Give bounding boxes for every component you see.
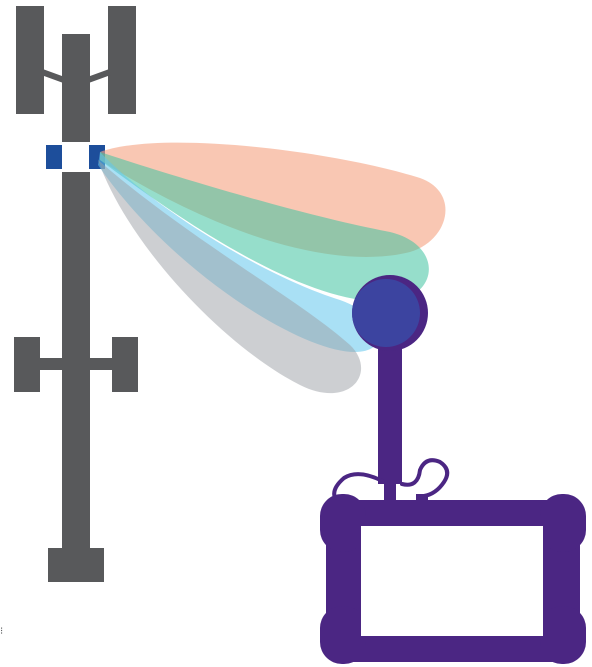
tower-base [48, 548, 104, 582]
beam-green-lobe [100, 152, 429, 302]
measurement-probe-icon [352, 275, 428, 484]
probe-cable [332, 458, 450, 502]
beam-gray-lobe [98, 160, 362, 394]
signal-beams [98, 142, 446, 394]
analyzer-screen [361, 526, 543, 636]
tower-top-right-panel [108, 6, 136, 114]
tower-top-right-arm [86, 69, 112, 83]
signal-analyzer-icon [320, 482, 586, 664]
tower-top-left-panel [16, 6, 44, 114]
analyzer-bumper-tr [540, 494, 586, 552]
cell-tower-icon [14, 6, 138, 582]
tower-mid-crossbar [38, 358, 114, 370]
analyzer-bumper-tl [320, 494, 366, 552]
corner-mark: ⁝ [0, 626, 3, 637]
tower-mid-left-panel [14, 337, 40, 392]
antenna-module-left [46, 145, 62, 169]
tower-upper-mast [62, 34, 90, 142]
tower-top-left-arm [40, 69, 66, 83]
analyzer-bumper-br [540, 606, 586, 664]
analyzer-bumper-bl [320, 606, 366, 664]
probe-head-overlap [352, 279, 420, 347]
tower-mid-right-panel [112, 337, 138, 392]
beam-blue-lobe [98, 152, 380, 352]
